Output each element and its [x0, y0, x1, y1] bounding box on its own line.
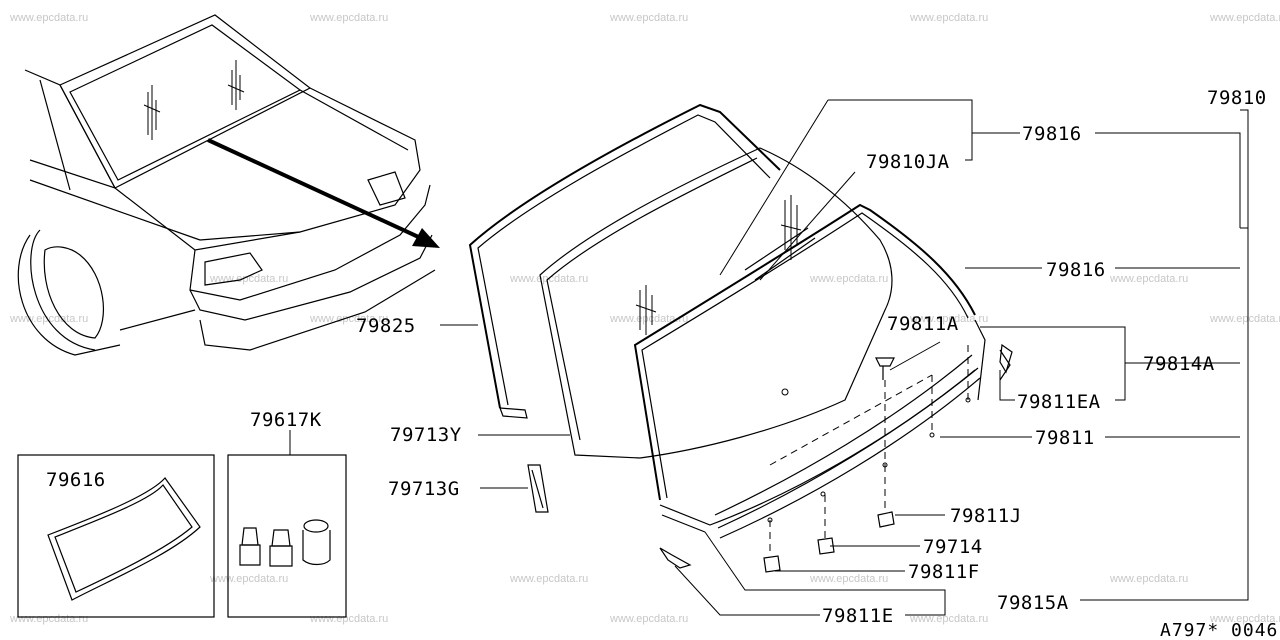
- watermark: www.epcdata.ru: [609, 613, 688, 625]
- windshield-moulding: [468, 103, 781, 419]
- watermark: www.epcdata.ru: [1109, 573, 1188, 585]
- weatherstrip: [633, 203, 976, 501]
- cowl-moulding: [659, 319, 1011, 539]
- label-79811: 79811: [1035, 427, 1095, 449]
- fastener-lines: [769, 345, 969, 555]
- label-79811e: 79811E: [822, 605, 894, 627]
- label-79713y: 79713Y: [390, 424, 462, 446]
- watermark: www.epcdata.ru: [609, 313, 688, 325]
- watermark: www.epcdata.ru: [309, 12, 388, 24]
- glass-inset: [17, 454, 215, 618]
- label-79811f: 79811F: [908, 561, 980, 583]
- watermark: www.epcdata.ru: [809, 273, 888, 285]
- label-79825: 79825: [356, 315, 416, 337]
- car-illustration: [17, 14, 436, 356]
- label-79811a: 79811A: [887, 313, 959, 335]
- label-79815a: 79815A: [997, 592, 1069, 614]
- label-79816-top: 79816: [1022, 123, 1082, 145]
- watermark: www.epcdata.ru: [909, 12, 988, 24]
- watermark: www.epcdata.ru: [209, 573, 288, 585]
- watermark: www.epcdata.ru: [309, 613, 388, 625]
- watermark: www.epcdata.ru: [1109, 273, 1188, 285]
- watermark: www.epcdata.ru: [909, 613, 988, 625]
- watermark: www.epcdata.ru: [9, 313, 88, 325]
- label-79810: 79810: [1207, 87, 1267, 109]
- small-parts: [527, 343, 1013, 573]
- label-79713g: 79713G: [388, 478, 460, 500]
- label-79810ja: 79810JA: [866, 151, 950, 173]
- label-79617k: 79617K: [250, 409, 322, 431]
- watermark: www.epcdata.ru: [909, 313, 988, 325]
- label-79814a: 79814A: [1143, 353, 1215, 375]
- watermark: www.epcdata.ru: [1209, 613, 1280, 625]
- watermark: www.epcdata.ru: [509, 573, 588, 585]
- part-labels: 79810 79816 79810JA 79816 79825 79811A 7…: [46, 87, 1278, 640]
- clip-kit-inset: [227, 454, 347, 618]
- leader-lines: [289, 99, 1249, 616]
- watermark: www.epcdata.ru: [309, 313, 388, 325]
- label-79616: 79616: [46, 469, 106, 491]
- watermark: www.epcdata.ru: [9, 12, 88, 24]
- label-79811ea: 79811EA: [1017, 391, 1101, 413]
- watermark-layer: www.epcdata.ru www.epcdata.ru www.epcdat…: [9, 12, 1280, 625]
- label-79714: 79714: [923, 536, 983, 558]
- label-79811j: 79811J: [950, 505, 1022, 527]
- watermark: www.epcdata.ru: [1209, 313, 1280, 325]
- watermark: www.epcdata.ru: [609, 12, 688, 24]
- label-79816-mid: 79816: [1046, 259, 1106, 281]
- direction-arrow: [207, 138, 440, 248]
- diagram-code: A797* 0046: [1160, 620, 1278, 640]
- watermark: www.epcdata.ru: [9, 613, 88, 625]
- windshield-glass: [539, 147, 893, 459]
- watermark: www.epcdata.ru: [1209, 12, 1280, 24]
- watermark: www.epcdata.ru: [809, 573, 888, 585]
